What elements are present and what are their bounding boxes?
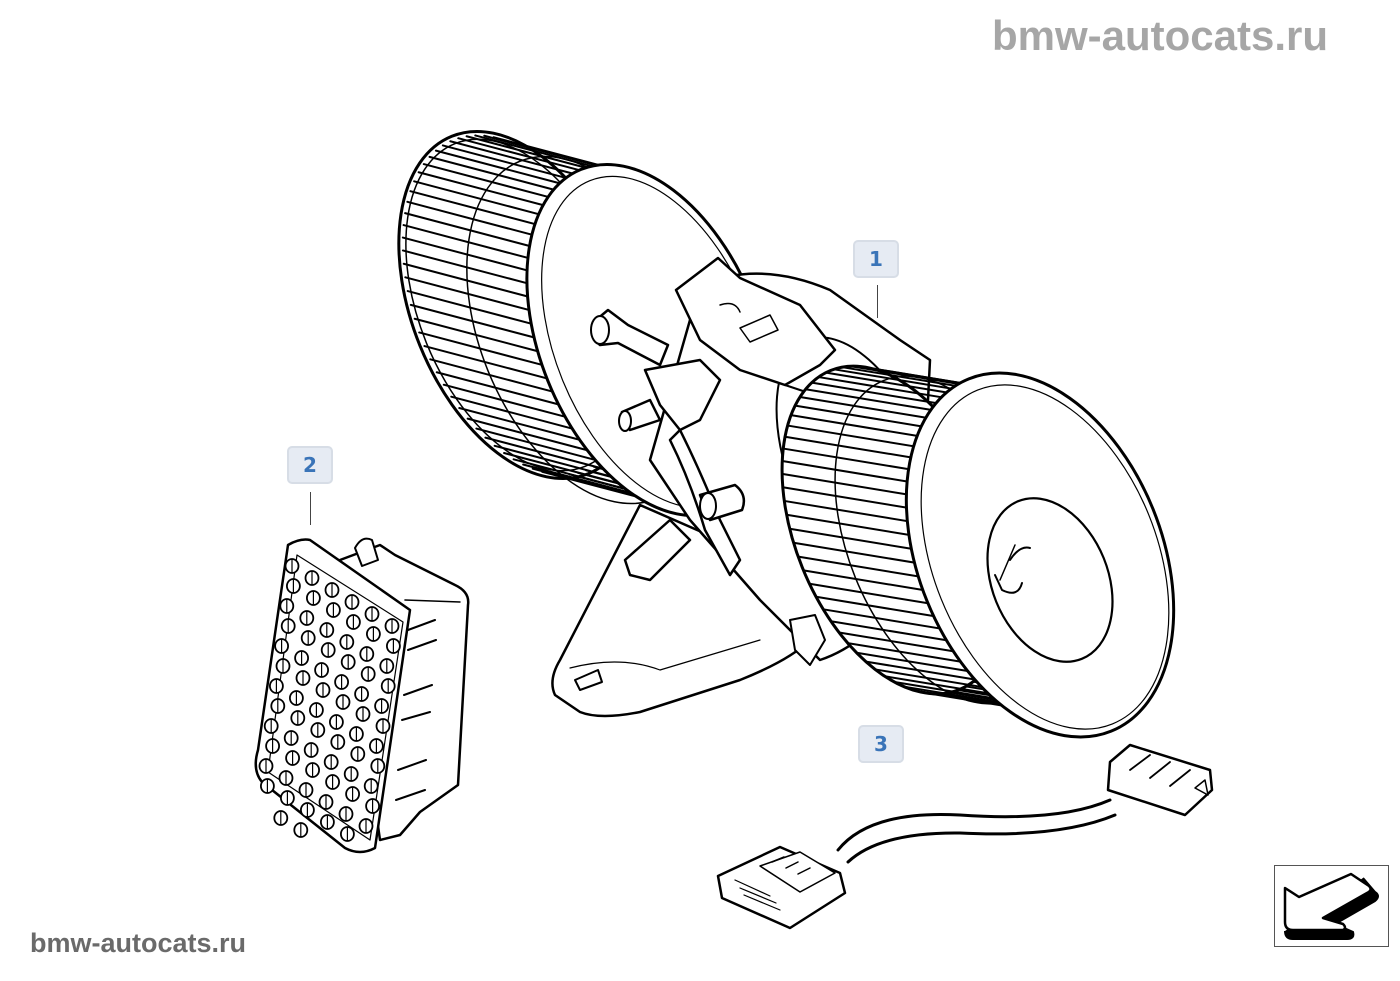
leader-line-1	[877, 285, 878, 318]
blower-motor-drawing	[397, 129, 1176, 739]
fan-blade	[422, 163, 550, 199]
right-fan-wheel	[780, 364, 1176, 739]
fan-blade	[792, 541, 935, 567]
fan-blade	[474, 134, 602, 170]
fan-blade	[465, 135, 593, 171]
fan-blade	[503, 452, 631, 488]
fan-blade	[413, 180, 541, 216]
leader-line-2	[310, 492, 311, 525]
fan-blade	[402, 224, 530, 260]
fan-blade	[512, 458, 640, 494]
fan-blade	[788, 527, 931, 553]
fan-blade	[484, 436, 612, 472]
fan-blade	[786, 424, 929, 450]
fan-blade	[409, 190, 537, 226]
fan-blade	[450, 395, 578, 431]
callout-3[interactable]: 3	[858, 725, 904, 763]
fan-blade	[409, 303, 537, 339]
fan-blade	[404, 276, 532, 312]
fan-blade	[417, 171, 545, 207]
fan-blade	[434, 149, 562, 185]
fan-blade	[418, 331, 546, 367]
callout-2[interactable]: 2	[287, 446, 333, 484]
fan-blade	[429, 358, 557, 394]
fan-blade	[466, 417, 594, 453]
back-arrow-icon	[1283, 872, 1379, 940]
fan-blade	[781, 486, 924, 512]
fan-blade	[804, 388, 947, 414]
watermark-bottom: bmw-autocats.ru	[30, 928, 247, 958]
fan-blade	[402, 262, 530, 298]
resistor-module-drawing	[254, 537, 470, 854]
fan-blade	[413, 317, 541, 353]
fan-blade	[458, 407, 586, 443]
fan-blade	[802, 569, 945, 595]
fan-blade	[406, 290, 534, 326]
fan-blade	[475, 427, 603, 463]
fan-blade	[799, 395, 942, 421]
fan-blade	[783, 499, 926, 525]
fan-blade	[810, 381, 953, 407]
fan-blade	[785, 513, 928, 539]
back-navigation-button[interactable]	[1274, 865, 1389, 947]
fan-blade	[442, 383, 570, 419]
fan-blade	[435, 371, 563, 407]
fan-blade	[449, 140, 577, 176]
wiring-harness-drawing	[716, 743, 1214, 930]
fan-blade	[401, 236, 529, 272]
fan-blade	[790, 414, 933, 440]
fan-blade	[423, 345, 551, 381]
fan-blade	[781, 459, 924, 485]
fan-blade	[784, 435, 927, 461]
fan-blade	[428, 155, 556, 191]
fan-blade	[493, 444, 621, 480]
fan-blade	[401, 249, 529, 285]
watermark-top: bmw-autocats.ru	[992, 12, 1329, 59]
fan-blade	[441, 144, 569, 180]
fan-blade	[781, 472, 924, 498]
fan-blade	[797, 555, 940, 581]
fan-blade	[404, 212, 532, 248]
fan-blade	[808, 582, 951, 608]
fan-blade	[406, 200, 534, 236]
fan-blade	[824, 371, 967, 397]
fan-blade	[817, 376, 960, 402]
fan-blade	[794, 404, 937, 430]
fan-blade	[782, 447, 925, 473]
callout-1[interactable]: 1	[853, 240, 899, 278]
fan-blade	[457, 137, 585, 173]
